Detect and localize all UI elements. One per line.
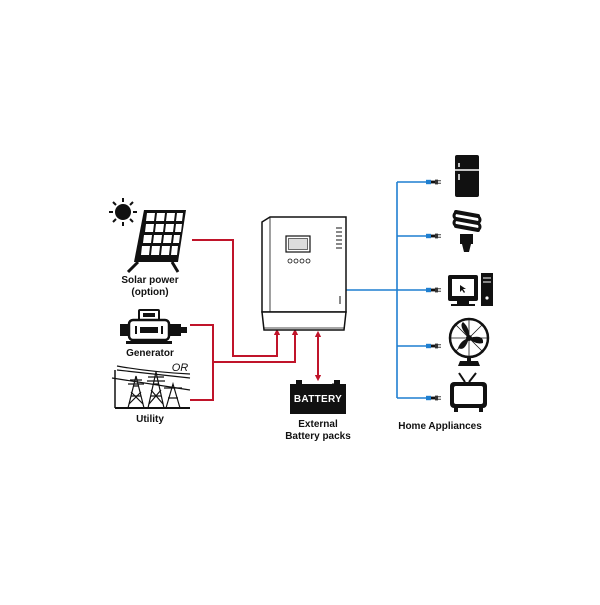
solar-wire: [192, 239, 281, 357]
tv-icon: [450, 372, 487, 412]
battery-icon: [290, 380, 346, 414]
refrigerator-icon: [455, 155, 479, 197]
generator-icon: [120, 309, 187, 344]
solar-panel-icon: [126, 210, 186, 274]
battery-packs-label-line2: Battery packs: [285, 431, 351, 442]
battery-packs-label-line1: External: [298, 419, 338, 430]
battery-body-text: BATTERY: [293, 394, 343, 405]
solar-power-label-line1: Solar power: [121, 275, 179, 286]
battery-packs-label: External Battery packs: [268, 419, 368, 443]
home-appliances-label: Home Appliances: [398, 421, 482, 432]
plug-connectors: [425, 179, 442, 401]
utility-label: Utility: [136, 414, 164, 425]
generator-label: Generator: [126, 348, 174, 359]
fan-icon: [448, 317, 490, 366]
input-wires: [190, 239, 322, 401]
power-tower-icon: [111, 365, 191, 409]
inverter-icon: [261, 216, 347, 331]
or-label: OR: [171, 362, 189, 374]
cfl-bulb-icon: [452, 210, 482, 252]
solar-power-label: Solar power (option): [100, 275, 200, 299]
solar-power-label-line2: (option): [131, 287, 169, 298]
sun-icon: [109, 198, 137, 226]
utility-wire: [213, 328, 299, 363]
computer-icon: [448, 273, 493, 306]
output-wires: [346, 181, 426, 399]
